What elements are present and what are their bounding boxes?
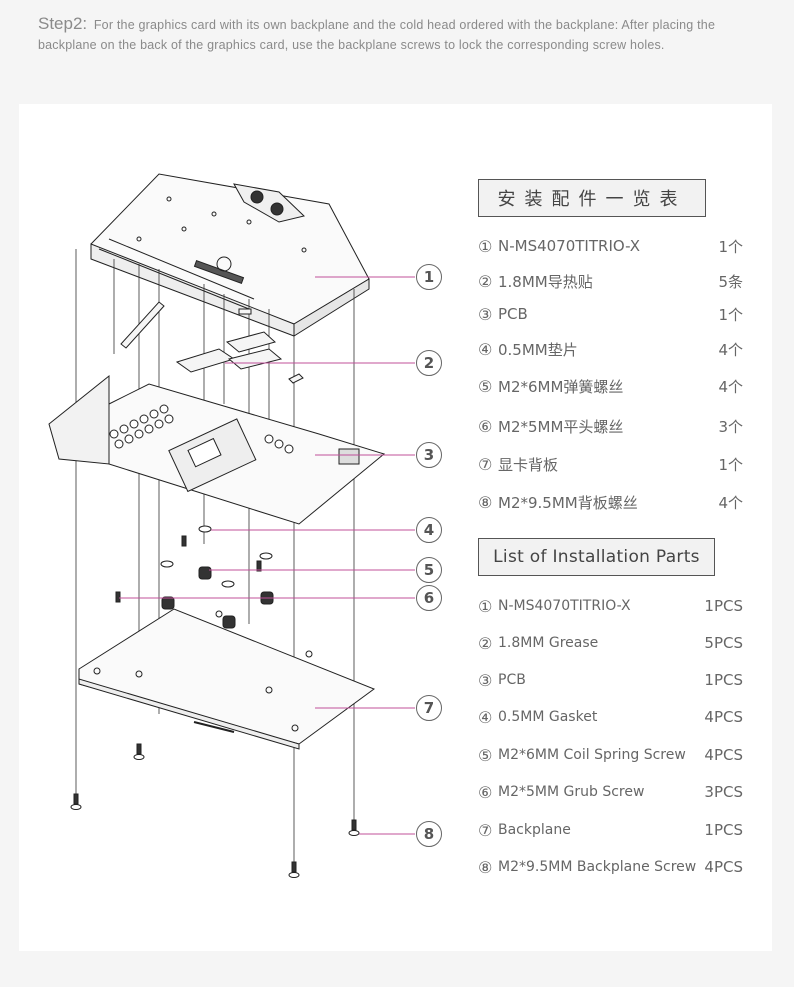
callout-6: 6	[416, 585, 442, 611]
exploded-assembly-diagram	[48, 173, 415, 878]
thermal-pads	[120, 301, 304, 384]
intro-text: Step2: For the graphics card with its ow…	[38, 14, 758, 55]
list-item: ① N-MS4070TITRIO-X 1个	[478, 236, 743, 256]
list-item: ⑤ M2*6MM Coil Spring Screw 4PCS	[478, 745, 743, 765]
water-block	[90, 173, 370, 337]
parts-list-title-en: List of Installation Parts	[478, 538, 715, 576]
list-item: ⑤ M2*6MM弹簧螺丝 4个	[478, 376, 743, 396]
list-item: ② 1.8MM导热贴 5条	[478, 271, 743, 291]
list-item: ③ PCB 1PCS	[478, 670, 743, 690]
list-item: ② 1.8MM Grease 5PCS	[478, 633, 743, 653]
callout-5: 5	[416, 557, 442, 583]
list-item: ⑦ Backplane 1PCS	[478, 820, 743, 840]
content-panel: 1 2 3 4 5 6 7 8 安装配件一览表 ① N-MS4070TITRIO…	[19, 104, 772, 951]
list-item: ⑦ 显卡背板 1个	[478, 454, 743, 474]
list-item: ④ 0.5MM Gasket 4PCS	[478, 707, 743, 727]
callout-3: 3	[416, 442, 442, 468]
list-item: ⑥ M2*5MM Grub Screw 3PCS	[478, 782, 743, 802]
callout-2: 2	[416, 350, 442, 376]
step-label: Step2:	[38, 14, 88, 33]
list-item: ⑧ M2*9.5MM Backplane Screw 4PCS	[478, 857, 743, 877]
backplane-screws	[70, 743, 360, 878]
step-description: For the graphics card with its own backp…	[38, 18, 716, 52]
list-item: ④ 0.5MM垫片 4个	[478, 339, 743, 359]
callout-1: 1	[416, 264, 442, 290]
parts-list-title-cn: 安装配件一览表	[478, 179, 706, 217]
callout-7: 7	[416, 695, 442, 721]
pcb	[48, 374, 386, 525]
spring-screws	[161, 566, 274, 629]
list-item: ① N-MS4070TITRIO-X 1PCS	[478, 596, 743, 616]
list-item: ⑥ M2*5MM平头螺丝 3个	[478, 416, 743, 436]
callout-8: 8	[416, 821, 442, 847]
callout-4: 4	[416, 517, 442, 543]
gaskets	[160, 525, 273, 588]
list-item: ③ PCB 1个	[478, 304, 743, 324]
list-item: ⑧ M2*9.5MM背板螺丝 4个	[478, 492, 743, 512]
backplane	[78, 608, 376, 750]
grub-screws	[115, 535, 262, 603]
